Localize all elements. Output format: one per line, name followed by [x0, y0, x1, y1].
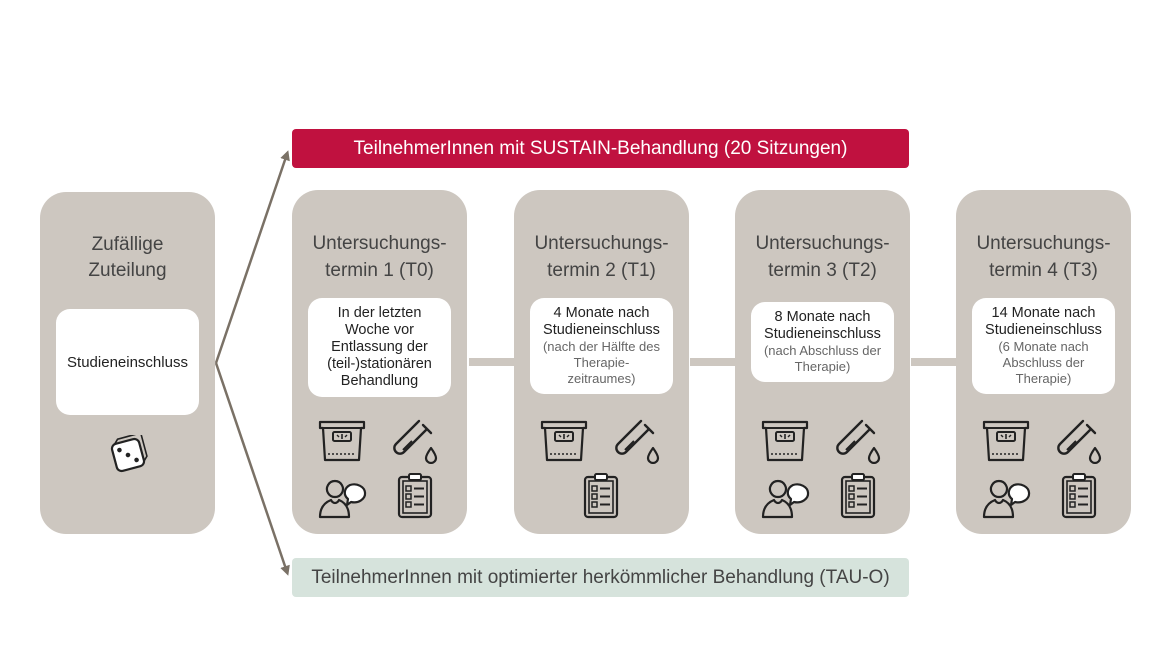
sustain-arm-label: TeilnehmerInnen mit SUSTAIN-Behandlung (…: [353, 137, 848, 159]
timepoint-card-t2: Untersuchungs- termin 3 (T2) 8 Monate na…: [735, 190, 910, 534]
sustain-arm-banner: TeilnehmerInnen mit SUSTAIN-Behandlung (…: [292, 129, 909, 168]
timepoint-description: 8 Monate nach Studieneinschluss (nach Ab…: [751, 302, 894, 382]
test-tube-icon: [833, 418, 883, 464]
test-tube-icon: [390, 418, 440, 464]
test-tube-icon: [612, 418, 662, 464]
timepoint-title: Untersuchungs- termin 3 (T2): [755, 233, 890, 281]
timeline-connector: [911, 358, 956, 366]
study-inclusion-box: Studieneinschluss: [56, 309, 199, 415]
arrow-to-sustain: [214, 150, 290, 364]
questionnaire-icon: [390, 473, 440, 519]
study-inclusion-label: Studieneinschluss: [67, 353, 188, 371]
dice-icon: [110, 435, 148, 473]
randomization-title: Zufällige Zuteilung: [88, 234, 167, 281]
scale-icon: [760, 418, 810, 464]
timepoint-description: In der letzten Woche vor Entlassung der …: [308, 298, 451, 397]
timepoint-card-t3: Untersuchungs- termin 4 (T3) 14 Monate n…: [956, 190, 1131, 534]
interview-icon: [760, 473, 810, 519]
test-tube-icon: [1054, 418, 1104, 464]
interview-icon: [317, 473, 367, 519]
timeline-connector: [469, 358, 514, 366]
scale-icon: [317, 418, 367, 464]
timepoint-card-t0: Untersuchungs- termin 1 (T0) In der letz…: [292, 190, 467, 534]
timepoint-description: 4 Monate nach Studieneinschluss (nach de…: [530, 298, 673, 394]
questionnaire-icon: [576, 473, 626, 519]
timeline-connector: [690, 358, 735, 366]
timepoint-title: Untersuchungs- termin 1 (T0): [312, 233, 447, 281]
timepoint-card-t1: Untersuchungs- termin 2 (T1) 4 Monate na…: [514, 190, 689, 534]
timepoint-description: 14 Monate nach Studieneinschluss (6 Mona…: [972, 298, 1115, 394]
timepoint-title: Untersuchungs- termin 2 (T1): [534, 233, 669, 281]
timepoint-title: Untersuchungs- termin 4 (T3): [976, 233, 1111, 281]
interview-icon: [981, 473, 1031, 519]
arrow-to-tau: [214, 362, 290, 576]
questionnaire-icon: [833, 473, 883, 519]
scale-icon: [539, 418, 589, 464]
tau-arm-label: TeilnehmerInnen mit optimierter herkömml…: [311, 566, 890, 588]
scale-icon: [981, 418, 1031, 464]
questionnaire-icon: [1054, 473, 1104, 519]
tau-arm-banner: TeilnehmerInnen mit optimierter herkömml…: [292, 558, 909, 597]
randomization-card: Zufällige Zuteilung Studieneinschluss: [40, 192, 215, 534]
